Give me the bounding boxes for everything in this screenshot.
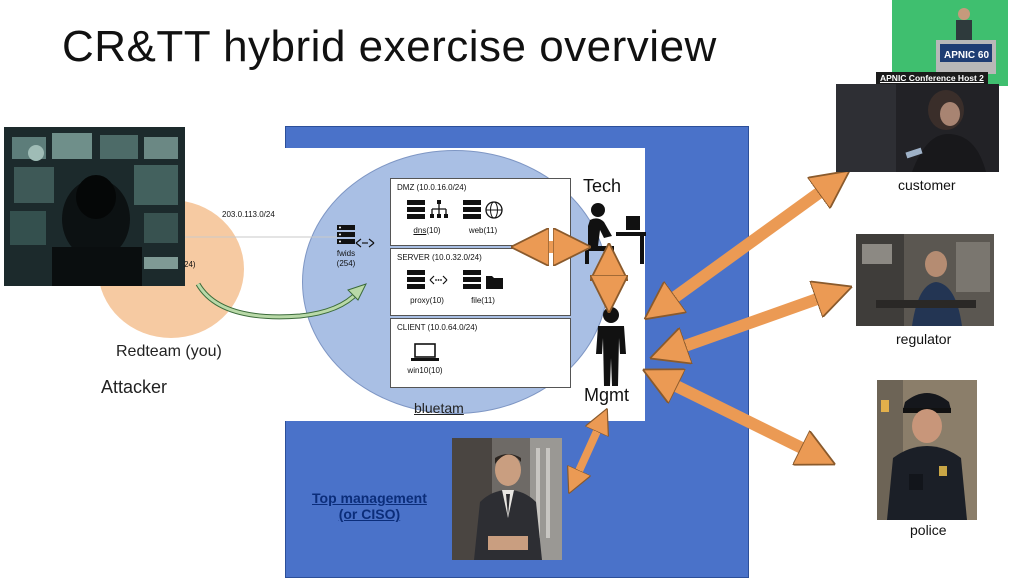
arrow-mgmt-topmgmt: [574, 420, 602, 482]
client-title: CLIENT (10.0.64.0/24): [397, 323, 478, 332]
customer-label: customer: [898, 177, 956, 193]
folder-server-icon: [463, 270, 503, 289]
win10-name: win10: [407, 366, 429, 375]
bluetam-label: bluetam: [414, 400, 464, 416]
globe-server-icon: [463, 200, 503, 219]
top-management-line1: Top management: [312, 490, 427, 506]
fwids-link-icon: [355, 238, 375, 248]
speaker-caption: APNIC Conference Host 2: [876, 72, 988, 84]
redteam-label: Redteam (you): [116, 343, 222, 360]
arrow-mgmt-regulator: [668, 293, 834, 352]
slide-title: CR&TT hybrid exercise overview: [62, 22, 717, 71]
proxy-name: proxy: [410, 296, 430, 305]
police-photo: [877, 380, 977, 520]
proxy-id: (10): [429, 296, 444, 305]
web-node: web(11): [461, 199, 505, 235]
win10-id: (10): [428, 366, 443, 375]
police-label: police: [910, 522, 947, 538]
proxy-node: proxy(10): [405, 269, 449, 305]
file-id: (11): [481, 296, 495, 305]
web-id: (11): [483, 226, 498, 235]
tech-label: Tech: [583, 176, 622, 196]
regulator-photo: [856, 234, 994, 326]
dns-id: (10): [426, 226, 441, 235]
network-link-line: [180, 236, 338, 238]
laptop-icon: [411, 343, 439, 361]
dns-node: dns(10): [405, 199, 449, 235]
server-title: SERVER (10.0.32.0/24): [397, 253, 482, 262]
server-icon: [337, 225, 355, 244]
win10-node: win10(10): [405, 343, 445, 375]
attacker-label: Attacker: [101, 377, 168, 397]
attack-arrow: [195, 282, 367, 320]
fwids-node: fwids (254): [328, 224, 364, 268]
dmz-title: DMZ (10.0.16.0/24): [397, 183, 467, 192]
speaker-logo: APNIC 60: [944, 50, 990, 61]
regulator-label: regulator: [896, 331, 952, 347]
top-management-label: Top management (or CISO): [312, 490, 427, 522]
hacker-photo: [4, 127, 185, 286]
dns-name: dns: [413, 226, 427, 235]
arrow-mgmt-customer: [660, 182, 834, 308]
redteam-host-label: 24): [184, 260, 196, 269]
fwids-id: (254): [336, 259, 356, 268]
fwids-name: fwids: [336, 249, 356, 258]
top-management-line2: (or CISO): [338, 506, 401, 522]
speaker-video-thumbnail: [892, 0, 1008, 86]
client-network-box: CLIENT (10.0.64.0/24) win10(10): [390, 318, 571, 388]
customer-photo: [836, 84, 999, 172]
file-node: file(11): [461, 269, 505, 305]
proxy-server-icon: [407, 270, 448, 289]
top-management-photo: [452, 438, 562, 560]
web-name: web: [468, 226, 484, 235]
file-name: file: [471, 296, 482, 305]
arrow-mgmt-police: [660, 378, 818, 456]
redteam-network-label: 203.0.113.0/24: [222, 210, 275, 219]
mgmt-label: Mgmt: [584, 385, 629, 405]
server-icon: [407, 200, 448, 219]
